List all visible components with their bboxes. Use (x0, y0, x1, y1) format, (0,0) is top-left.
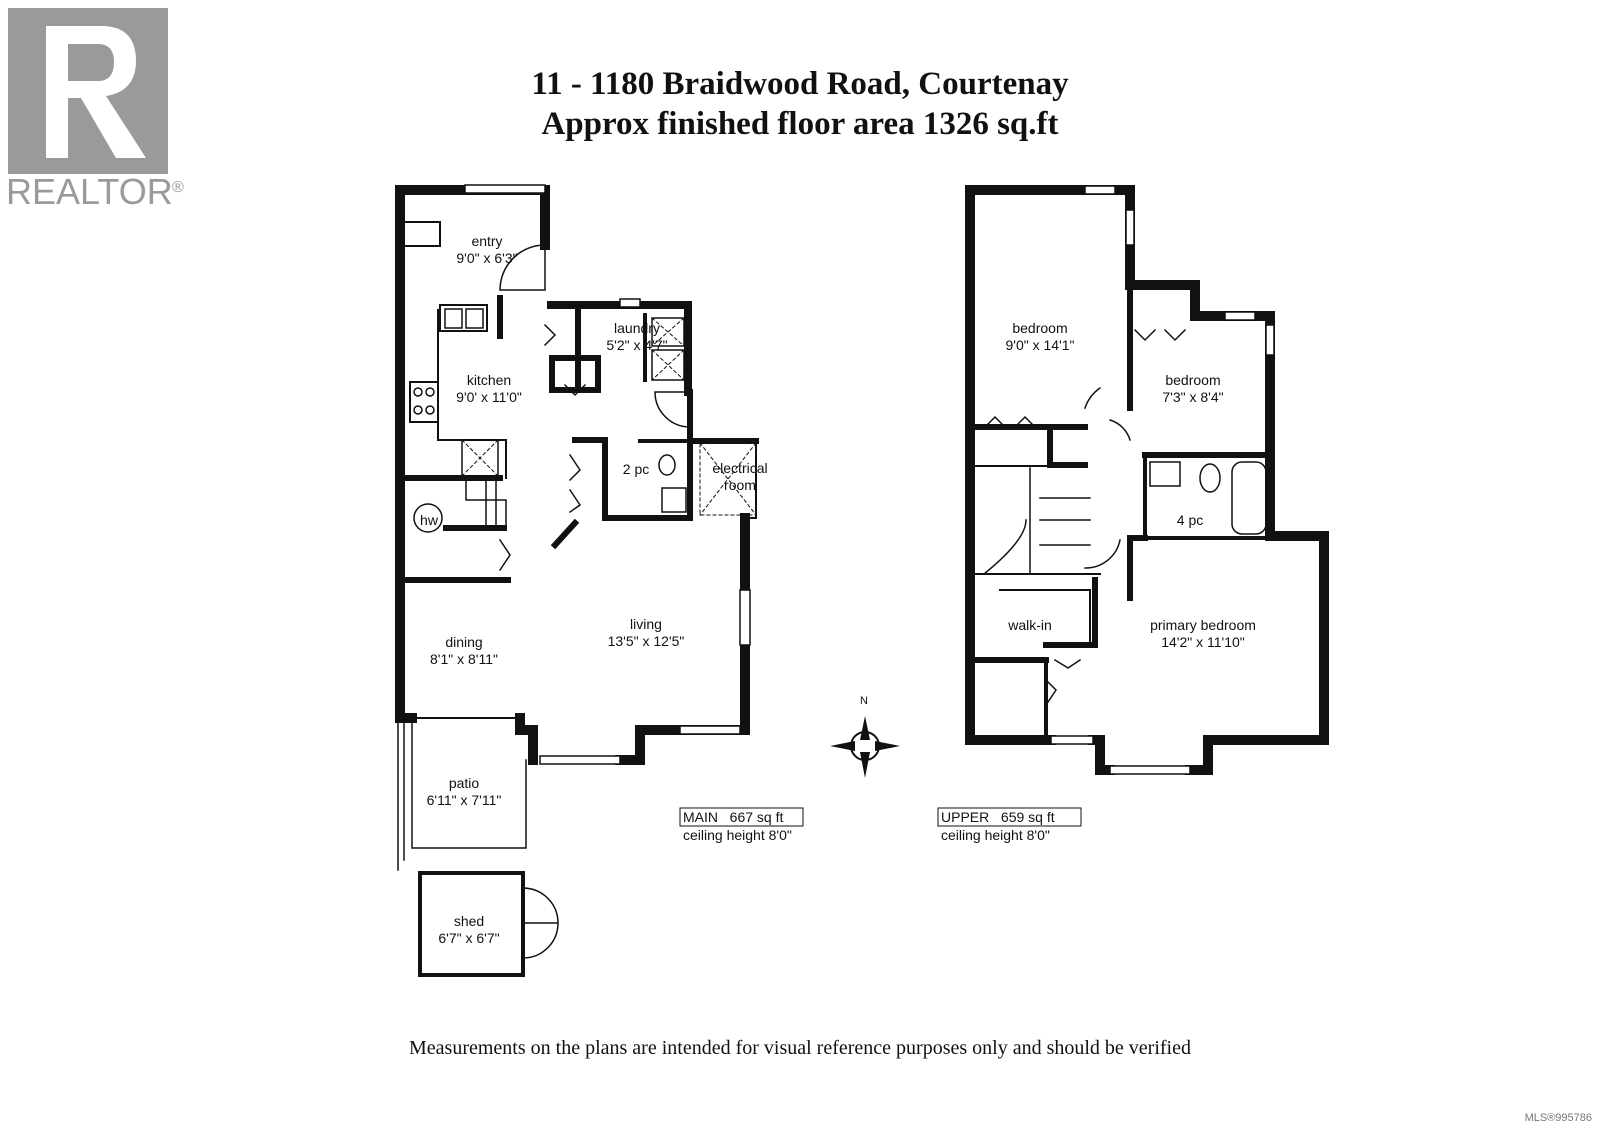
room-entry: entry 9'0" x 6'3" (456, 233, 517, 267)
area-title: Approx finished floor area 1326 sq.ft (541, 106, 1059, 142)
room-bedroom-1: bedroom 9'0" x 14'1" (1006, 320, 1075, 354)
room-name: kitchen (466, 372, 512, 388)
room-name: walk-in (1008, 617, 1052, 633)
room-name: electrical room (712, 460, 768, 493)
room-dims: 9'0" x 14'1" (1005, 337, 1075, 353)
room-name: 4 pc (1176, 512, 1204, 528)
main-summary-label: MAIN 667 sq ft (683, 809, 783, 826)
hot-water-tank: hw (420, 512, 438, 529)
compass-north-label: N (860, 695, 868, 707)
room-dining: dining 8'1" x 8'11" (430, 634, 498, 668)
disclaimer: Measurements on the plans are intended f… (409, 1037, 1191, 1059)
room-name: shed (453, 913, 485, 929)
realtor-logo-mark: ® (172, 179, 184, 196)
room-name: patio (448, 775, 480, 791)
room-name: bedroom (1165, 372, 1221, 388)
room-living: living 13'5" x 12'5" (608, 616, 685, 650)
upper-floor-label: UPPER (941, 809, 990, 825)
room-name: living (630, 616, 662, 632)
upper-floor-area: 659 sq ft (1000, 809, 1055, 825)
room-dims: 7'3" x 8'4" (1162, 389, 1224, 405)
room-laundry: laundry 5'2" x 4'7" (606, 320, 667, 354)
room-electrical: electrical room (710, 460, 770, 494)
room-kitchen: kitchen 9'0' x 11'0" (456, 372, 522, 406)
main-floor-label: MAIN (683, 809, 718, 825)
upper-wall-north (965, 185, 1275, 460)
upper-summary-label: UPPER 659 sq ft (941, 809, 1055, 826)
room-bedroom-2: bedroom 7'3" x 8'4" (1162, 372, 1223, 406)
address-title: 11 - 1180 Braidwood Road, Courtenay (531, 66, 1069, 102)
room-primary-bedroom: primary bedroom 14'2" x 11'10" (1150, 617, 1256, 651)
room-4pc: 4 pc (1177, 512, 1203, 529)
room-shed: shed 6'7" x 6'7" (438, 913, 499, 947)
room-2pc: 2 pc (623, 461, 649, 478)
room-name: laundry (614, 320, 660, 336)
realtor-logo-text: REALTOR (6, 171, 173, 212)
room-patio: patio 6'11" x 7'11" (427, 775, 502, 809)
compass-rose: N (830, 695, 900, 778)
main-ceiling-height: ceiling height 8'0" (683, 827, 792, 843)
room-name: primary bedroom (1150, 617, 1256, 633)
upper-ceiling-height: ceiling height 8'0" (941, 827, 1050, 843)
room-name: bedroom (1012, 320, 1068, 336)
room-name: hw (420, 512, 438, 528)
main-floor-area: 667 sq ft (729, 809, 784, 825)
main-wall-laundry (547, 301, 692, 396)
room-name: 2 pc (622, 461, 650, 477)
room-dims: 6'11" x 7'11" (426, 792, 502, 808)
room-dims: 9'0' x 11'0" (456, 389, 522, 405)
room-dims: 9'0" x 6'3" (456, 250, 518, 266)
mls-number: MLS®995786 (1524, 1112, 1592, 1124)
room-dims: 13'5" x 12'5" (607, 633, 685, 649)
realtor-logo: REALTOR ® (6, 6, 192, 216)
room-dims: 6'7" x 6'7" (438, 930, 500, 946)
room-name: entry (471, 233, 503, 249)
room-dims: 14'2" x 11'10" (1161, 634, 1245, 650)
room-name: dining (445, 634, 483, 650)
room-walk-in: walk-in (1008, 617, 1052, 634)
room-dims: 5'2" x 4'7" (606, 337, 668, 353)
room-dims: 8'1" x 8'11" (430, 651, 498, 667)
